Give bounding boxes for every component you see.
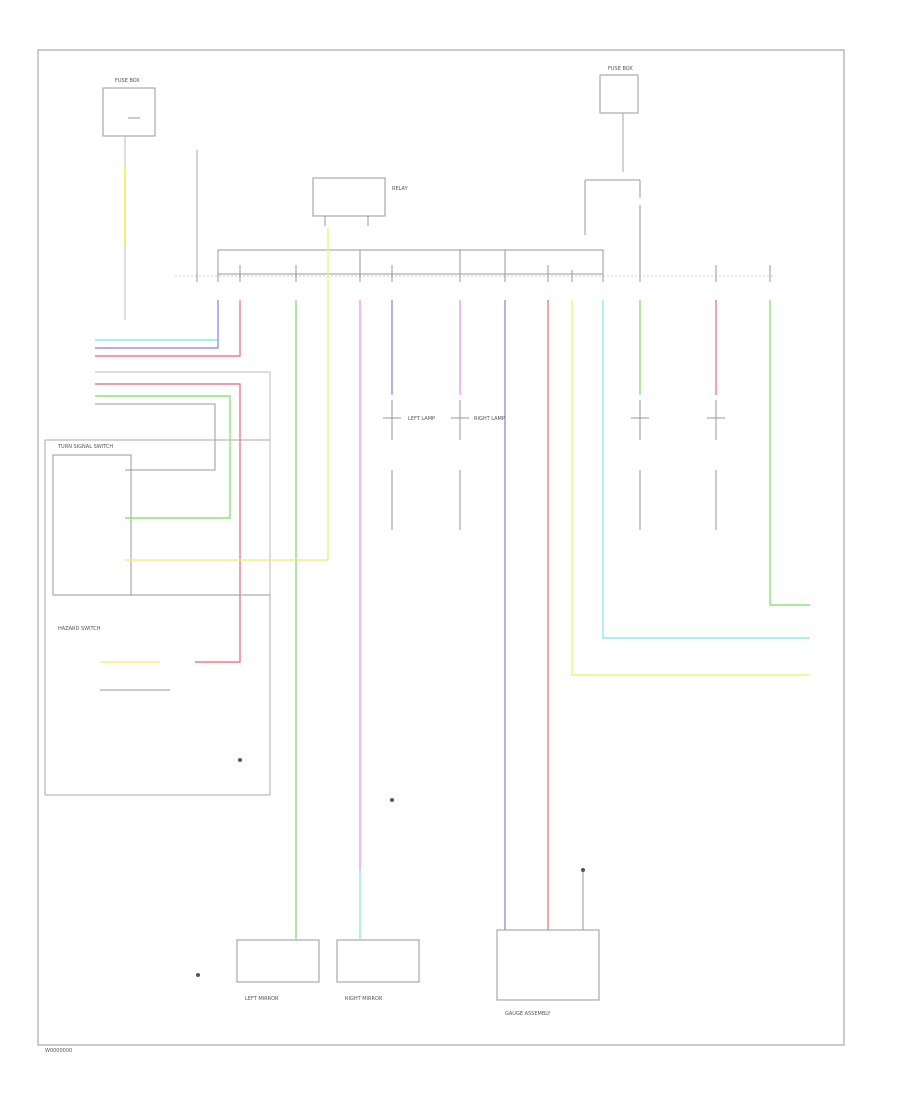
switch-harness [44, 300, 328, 796]
gauge-assembly-box [496, 929, 600, 1001]
left-lamp-label: LEFT LAMP [408, 416, 435, 422]
hazard-switch-label: HAZARD SWITCH [58, 626, 101, 632]
ground-icon [196, 758, 585, 977]
connector-bus [217, 249, 604, 275]
gauge-assembly-label: GAUGE ASSEMBLY [505, 1011, 551, 1017]
wire-yellow-right [571, 300, 810, 676]
wire-green-right [769, 300, 810, 606]
left-mirror-box [236, 939, 320, 983]
relay-label: RELAY [392, 186, 409, 192]
wire-cyan-right [602, 300, 810, 639]
right-lamp-label: RIGHT LAMP [474, 416, 505, 422]
page-ref: W0000000 [45, 1048, 72, 1054]
fuse-box-left: FUSE BOX [102, 78, 156, 137]
diagram-border [37, 49, 845, 1046]
fuse-box-left-label: FUSE BOX [115, 78, 140, 84]
fuse-box-right-label: FUSE BOX [608, 66, 633, 72]
turn-signal-switch-label: TURN SIGNAL SWITCH [57, 444, 113, 450]
relay-top-center: RELAY [312, 177, 409, 226]
relay-right [584, 179, 641, 275]
left-mirror-label: LEFT MIRROR [245, 996, 279, 1002]
connector-ticks [196, 250, 771, 282]
lamp-group [383, 400, 725, 530]
fuse-box-right: FUSE BOX [599, 66, 639, 172]
right-mirror-box [336, 939, 420, 983]
right-mirror-label: RIGHT MIRROR [345, 996, 383, 1002]
